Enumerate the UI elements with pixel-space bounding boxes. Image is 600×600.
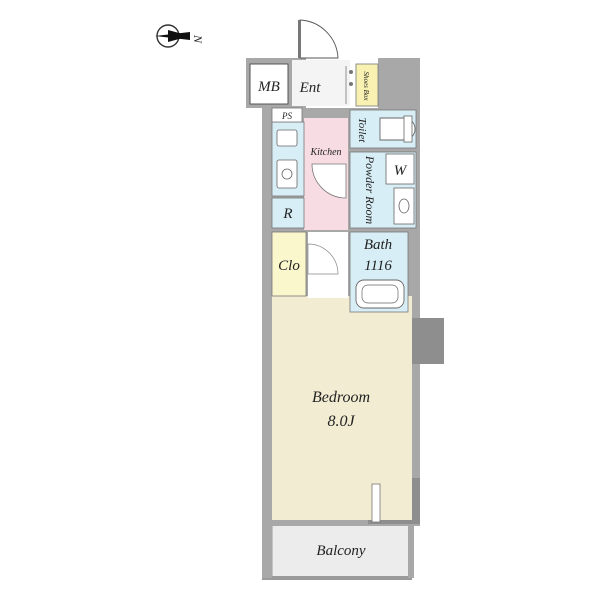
bedroom-area (272, 296, 412, 520)
shoes-box-label: Shoes Box (362, 72, 370, 102)
w-label: W (394, 163, 408, 179)
clo-label: Clo (278, 258, 300, 274)
right-wall-top (378, 58, 420, 118)
r-label: R (282, 206, 292, 222)
toilet-label: Toilet (356, 118, 368, 144)
mb-area (249, 63, 289, 105)
balcony-left-wall (262, 520, 272, 578)
ps-area (271, 107, 303, 123)
closet-area (271, 231, 307, 297)
bedroom-floor-extension (312, 296, 346, 312)
mb-label: MB (257, 79, 280, 95)
balcony-label: Balcony (316, 543, 365, 559)
washer-box (385, 153, 415, 185)
stove-icon (276, 159, 298, 189)
balcony-right-wall (408, 520, 414, 578)
bath-label: Bath (364, 237, 392, 253)
powder-room-label: Powder Room (363, 155, 377, 225)
ps-label: PS (281, 111, 292, 121)
north-arrow-icon (155, 24, 190, 48)
kitchen-label: Kitchen (309, 147, 341, 158)
bath-size-label: 1116 (364, 258, 392, 274)
entrance-door (298, 20, 301, 58)
bath-door-swing (307, 243, 339, 275)
entrance-area (292, 60, 350, 106)
bedroom-size-label: 8.0J (327, 413, 355, 430)
washbasin-bowl-icon (398, 198, 410, 214)
fridge-area (271, 197, 305, 229)
shoes-box-area (355, 63, 379, 107)
ent-label: Ent (299, 80, 322, 96)
entrance-door-swing (299, 19, 339, 59)
balcony-railing (262, 576, 412, 580)
bathtub-icon (355, 279, 405, 309)
bedroom-window-inset (371, 483, 381, 523)
kitchen-door-swing (311, 163, 347, 199)
bedroom-label: Bedroom (312, 389, 370, 406)
north-label: N (191, 34, 205, 44)
washbasin (393, 187, 415, 225)
sink-icon (276, 129, 298, 147)
